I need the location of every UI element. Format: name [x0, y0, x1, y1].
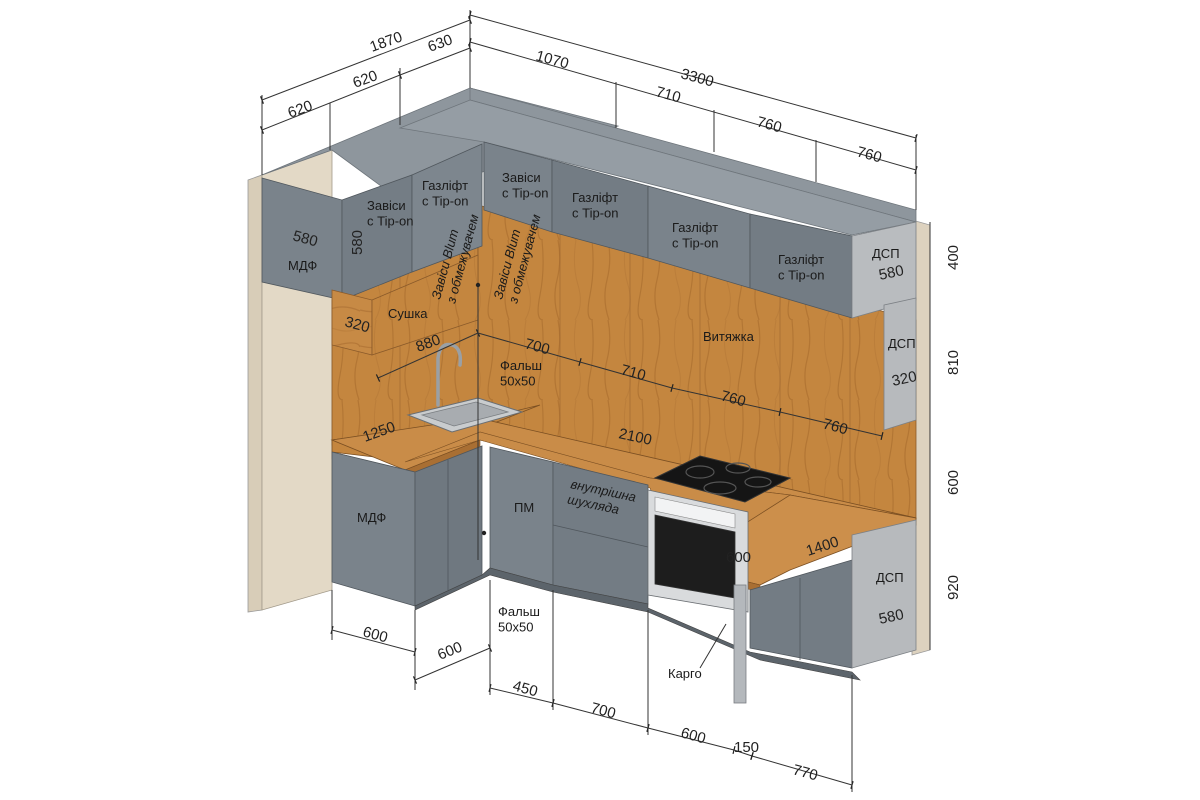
- falsh-marker-lower: [481, 530, 487, 536]
- dim-top-left-2: 620: [351, 67, 380, 92]
- dim-bottom-600a: 600: [361, 623, 390, 646]
- left-wall-panel: [247, 174, 263, 613]
- dim-top-right-4: 760: [855, 143, 884, 166]
- dim-wall-760b: 760: [821, 415, 850, 438]
- dim-dsp-top: 580: [877, 262, 905, 284]
- side-cabinet-dsp-mid[interactable]: [883, 297, 917, 431]
- text-line: с Tip-on: [778, 268, 824, 283]
- bar-leg: [733, 584, 747, 704]
- base-cabinet-mdf[interactable]: [331, 451, 416, 607]
- dim-bottom-450: 450: [511, 677, 540, 700]
- label-base-dsp: ДСП: [876, 570, 904, 585]
- label-base-pm: ПМ: [514, 500, 534, 515]
- dim-height-gap: 810: [945, 350, 962, 375]
- base-cabinet-pm[interactable]: [489, 446, 554, 586]
- dim-bottom-700: 700: [589, 699, 618, 722]
- dim-bottom-150: 150: [734, 739, 759, 756]
- label-dsp-top: ДСП: [872, 246, 900, 261]
- backsplash-joints: [399, 228, 851, 505]
- dim-width-top: 3300: [679, 65, 716, 90]
- label-dryer: Сушка: [388, 306, 428, 321]
- dim-wall-710: 710: [619, 361, 648, 384]
- dim-bottom-600c: 600: [679, 724, 708, 747]
- label-upper-mdf: МДФ: [288, 258, 317, 273]
- upper-cabinet-gaslift-1[interactable]: [411, 143, 483, 273]
- dim-mdf-width: 580: [291, 227, 320, 250]
- text-line: Газліфт: [422, 178, 468, 193]
- dim-base-dsp: 580: [877, 606, 905, 628]
- text-line: Фальш: [500, 358, 542, 373]
- dim-height-base: 920: [945, 575, 962, 600]
- text-line: 50x50: [500, 374, 535, 389]
- dim-wall-700: 700: [523, 335, 552, 358]
- dim-dsp-mid: 320: [890, 368, 918, 390]
- dimension-lines: [259, 10, 931, 792]
- dim-bottom-770: 770: [791, 761, 820, 784]
- dim-wall-760a: 760: [719, 387, 748, 410]
- drawer-split: [552, 524, 649, 548]
- dim-top-right-2: 710: [654, 83, 683, 106]
- label-hood: Витяжка: [703, 329, 755, 344]
- base-cabinet-dsp[interactable]: [851, 519, 917, 669]
- plinth: [414, 567, 861, 681]
- text-line: 50x50: [498, 620, 533, 635]
- sink-bowl: [420, 401, 510, 427]
- dim-depth-left: 1870: [368, 28, 405, 55]
- text-line: Газліфт: [778, 252, 824, 267]
- dim-corner-depth: 580: [349, 230, 366, 255]
- cooktop-burners: [685, 462, 772, 495]
- dim-worktop-main: 2100: [617, 425, 653, 449]
- oven-panel: [654, 496, 736, 529]
- text-line: с Tip-on: [672, 236, 718, 251]
- dim-dryer-depth: 320: [343, 313, 372, 336]
- dim-height-worktop: 600: [945, 470, 962, 495]
- dim-bottom-600b: 600: [435, 639, 465, 664]
- text-line: Завіси: [502, 170, 541, 185]
- text-line: Фальш: [498, 604, 540, 619]
- label-dsp-mid: ДСП: [888, 336, 916, 351]
- falsh-marker-upper: [475, 282, 481, 288]
- dim-height-upper: 400: [945, 245, 962, 270]
- label-cargo: Карго: [668, 666, 702, 681]
- text-line: Завіси: [367, 198, 406, 213]
- text-line: Газліфт: [672, 220, 718, 235]
- text-line: с Tip-on: [422, 194, 468, 209]
- label-base-mdf: МДФ: [357, 510, 386, 525]
- dim-bar-depth: 600: [726, 549, 751, 566]
- text-line: с Tip-on: [572, 206, 618, 221]
- dim-top-left-1: 620: [286, 97, 315, 122]
- dim-top-right-3: 760: [755, 113, 784, 136]
- text-line: с Tip-on: [367, 214, 413, 229]
- text-line: Газліфт: [572, 190, 618, 205]
- dim-top-right-1: 1070: [534, 47, 571, 72]
- text-line: с Tip-on: [502, 186, 548, 201]
